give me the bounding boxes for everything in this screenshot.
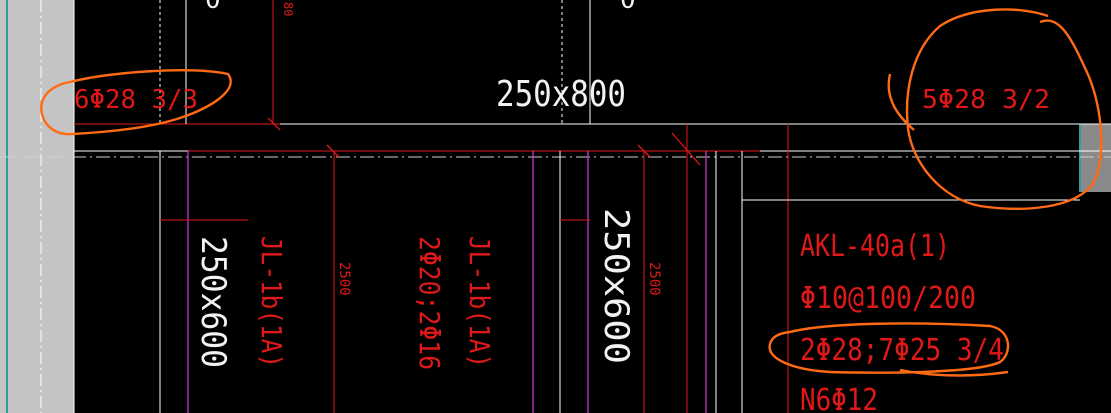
rebar-label-right: 5Φ28 3/2 <box>922 85 1050 115</box>
tick-4 <box>671 132 701 166</box>
column-left-fill <box>0 0 74 413</box>
akl-rebar: 2Φ28;7Φ25 3/4 <box>800 333 1004 368</box>
top-partial-right: 0 <box>620 0 636 15</box>
beam-mid-size: 250x600 <box>596 208 636 364</box>
markup-ellipse-right <box>887 8 1103 210</box>
beam-jl-left-name: JL-1b(1A) <box>255 236 288 368</box>
beam-jl-left-size: 250x600 <box>193 236 233 368</box>
tick-2 <box>326 144 340 158</box>
dim-2500-b: 2500 <box>646 262 662 296</box>
akl-side: N6Φ12 <box>800 383 878 413</box>
top-partial-left: 0 <box>205 0 221 15</box>
rebar-label-left: 6Φ28 3/3 <box>74 85 198 115</box>
column-right-fill <box>1080 124 1111 192</box>
beam-jl-mid-name: JL-1b(1A) <box>463 236 496 368</box>
markup-ellipse-akl <box>768 322 1010 377</box>
beam-top-size-label: 250x800 <box>496 74 626 115</box>
akl-name: AKL-40a(1) <box>800 229 950 264</box>
markup-ellipse-left <box>40 69 232 136</box>
beam-jl-mid-rebar: 2Φ20;2Φ16 <box>413 236 446 370</box>
tick-1 <box>267 117 281 131</box>
top-dim-small: 80 <box>281 2 295 16</box>
akl-stirrup: Φ10@100/200 <box>800 281 976 316</box>
dim-2500-a: 2500 <box>336 262 352 296</box>
